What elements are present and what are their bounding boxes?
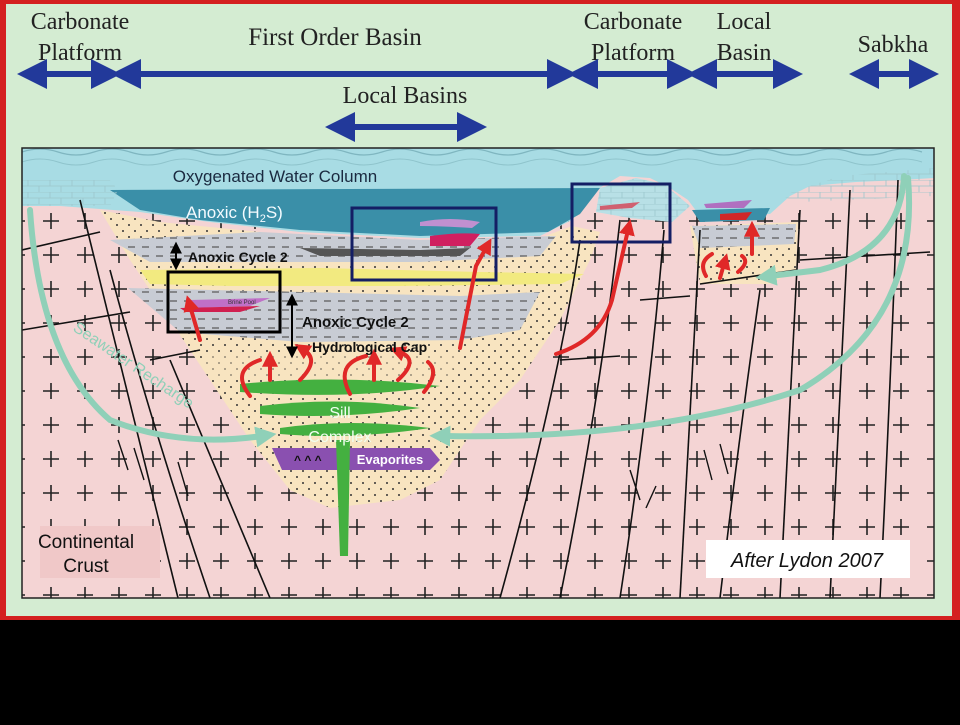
anoxic-water xyxy=(110,188,600,236)
recharge-arrows xyxy=(27,173,912,448)
top-labels: Carbonate Platform First Order Basin Car… xyxy=(31,9,929,109)
label-brine-pool: Brine Pool xyxy=(228,300,256,306)
label-credit: After Lydon 2007 xyxy=(730,550,884,572)
evaporite-marks: ^ ^ ^ xyxy=(294,453,322,467)
hydrothermal-arrows xyxy=(183,219,760,398)
label-carbonate-platform-right-1: Carbonate xyxy=(584,9,683,35)
label-anoxic-cycle-lower: Anoxic Cycle 2 xyxy=(302,314,409,331)
credit-box xyxy=(706,540,910,578)
label-carbonate-platform-left-1: Carbonate xyxy=(31,9,130,35)
sill-complex xyxy=(240,379,440,556)
label-hydrological-cap: Hydrological Cap xyxy=(312,339,427,355)
label-local-basin-1: Local xyxy=(717,9,772,35)
label-local-basin-2: Basin xyxy=(717,40,772,66)
evaporites-layer xyxy=(272,448,440,470)
label-first-order-basin: First Order Basin xyxy=(248,24,422,51)
sabkha-platform xyxy=(780,168,934,202)
label-crust: Crust xyxy=(63,556,109,577)
water-surface-waves-2 xyxy=(22,158,923,166)
highlight-boxes xyxy=(350,182,672,282)
label-oxygenated-water-column: Oxygenated Water Column xyxy=(173,167,377,186)
continental-crust-label-bg xyxy=(40,526,160,578)
extent-arrows xyxy=(16,59,939,142)
label-anoxic-h2s: Anoxic (H2S) xyxy=(186,203,283,225)
black-footer xyxy=(0,620,960,720)
dark-mud-lens xyxy=(300,248,470,256)
label-sabkha: Sabkha xyxy=(858,32,929,58)
box-carbonate-platform xyxy=(570,182,672,244)
label-carbonate-platform-left-2: Platform xyxy=(38,40,122,66)
section-border xyxy=(21,147,935,599)
water-surface-waves xyxy=(22,148,923,156)
box-brine-pool xyxy=(166,270,282,334)
box-local-basin-center xyxy=(350,206,498,282)
ore-lenses xyxy=(180,200,752,312)
label-complex: Complex xyxy=(308,429,371,446)
label-continental: Continental xyxy=(38,532,134,553)
carbonate-platform-left xyxy=(22,180,118,206)
label-local-basins: Local Basins xyxy=(343,83,468,109)
label-sill: Sill xyxy=(329,405,350,422)
label-anoxic-cycle-upper: Anoxic Cycle 2 xyxy=(188,249,288,265)
label-carbonate-platform-right-2: Platform xyxy=(591,40,675,66)
fault-slip-marks xyxy=(117,439,729,509)
label-evaporites: Evaporites xyxy=(357,452,423,467)
cross-section: Oxygenated Water Column Anoxic (H2S) Ano… xyxy=(22,148,934,598)
cycle-measure-arrows xyxy=(170,241,298,359)
